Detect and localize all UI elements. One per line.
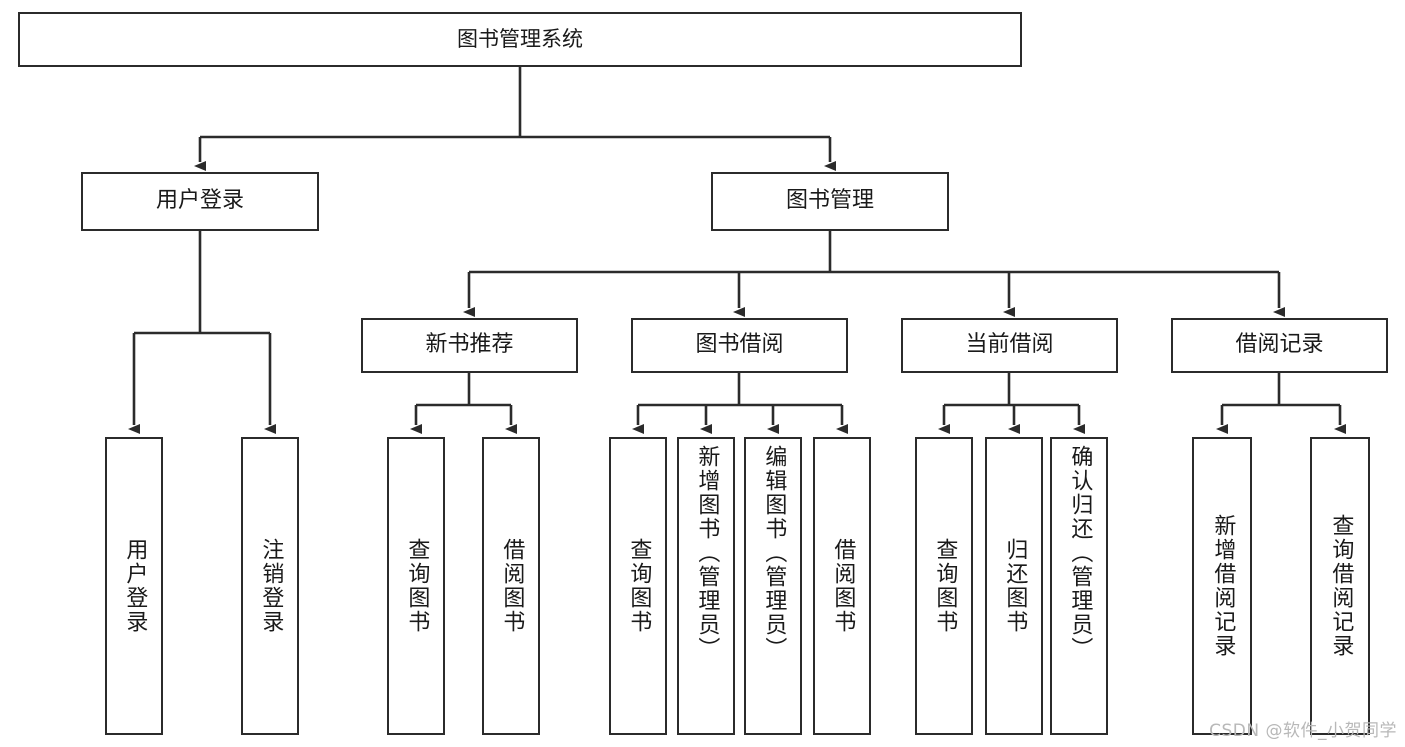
node-label: 图书管理系统 — [457, 26, 583, 51]
leaf-new-book-query-books[interactable]: 查询图书 — [387, 437, 445, 735]
leaf-borrow-record-query-record[interactable]: 查询借阅记录 — [1310, 437, 1370, 735]
node-label: 新书推荐 — [425, 332, 514, 358]
leaf-user-login-logout[interactable]: 注销登录 — [241, 437, 299, 735]
node-label: 用户登录 — [122, 538, 148, 634]
node-borrowing-record[interactable]: 借阅记录 — [1171, 318, 1388, 373]
node-label: 借阅图书 — [499, 538, 525, 634]
node-book-borrowing[interactable]: 图书借阅 — [631, 318, 848, 373]
leaf-current-borrow-confirm-return-admin[interactable]: 确认归还（管理员） — [1050, 437, 1108, 735]
node-label: 查询借阅记录 — [1328, 514, 1354, 658]
leaf-book-borrow-borrow-books[interactable]: 借阅图书 — [813, 437, 871, 735]
leaf-book-borrow-add-book-admin[interactable]: 新增图书（管理员） — [677, 437, 735, 735]
node-label: 借阅图书 — [830, 538, 856, 634]
node-label: 图书借阅 — [695, 332, 784, 358]
node-label: 确认归还（管理员） — [1067, 445, 1093, 661]
node-label: 借阅记录 — [1235, 332, 1324, 358]
node-label: 图书管理 — [785, 188, 874, 214]
csdn-watermark: CSDN @软件_小贺同学 — [1209, 721, 1397, 741]
leaf-new-book-borrow-books[interactable]: 借阅图书 — [482, 437, 540, 735]
node-label: 用户登录 — [155, 188, 244, 214]
node-current-borrowing[interactable]: 当前借阅 — [901, 318, 1118, 373]
node-label: 当前借阅 — [965, 332, 1054, 358]
leaf-book-borrow-edit-book-admin[interactable]: 编辑图书（管理员） — [744, 437, 802, 735]
node-label: 注销登录 — [258, 538, 284, 634]
node-label: 新增借阅记录 — [1210, 514, 1236, 658]
leaf-borrow-record-add-record[interactable]: 新增借阅记录 — [1192, 437, 1252, 735]
node-book-management[interactable]: 图书管理 — [711, 172, 949, 231]
node-user-login[interactable]: 用户登录 — [81, 172, 319, 231]
node-label: 查询图书 — [626, 538, 652, 634]
node-label: 查询图书 — [932, 538, 958, 634]
node-label: 查询图书 — [404, 538, 430, 634]
node-label: 编辑图书（管理员） — [761, 445, 787, 661]
node-root-book-management-system[interactable]: 图书管理系统 — [18, 12, 1022, 67]
leaf-user-login-login[interactable]: 用户登录 — [105, 437, 163, 735]
leaf-book-borrow-query-books[interactable]: 查询图书 — [609, 437, 667, 735]
node-new-book-recommendation[interactable]: 新书推荐 — [361, 318, 578, 373]
node-label: 新增图书（管理员） — [694, 445, 720, 661]
leaf-current-borrow-return-books[interactable]: 归还图书 — [985, 437, 1043, 735]
leaf-current-borrow-query-books[interactable]: 查询图书 — [915, 437, 973, 735]
node-label: 归还图书 — [1002, 538, 1028, 634]
